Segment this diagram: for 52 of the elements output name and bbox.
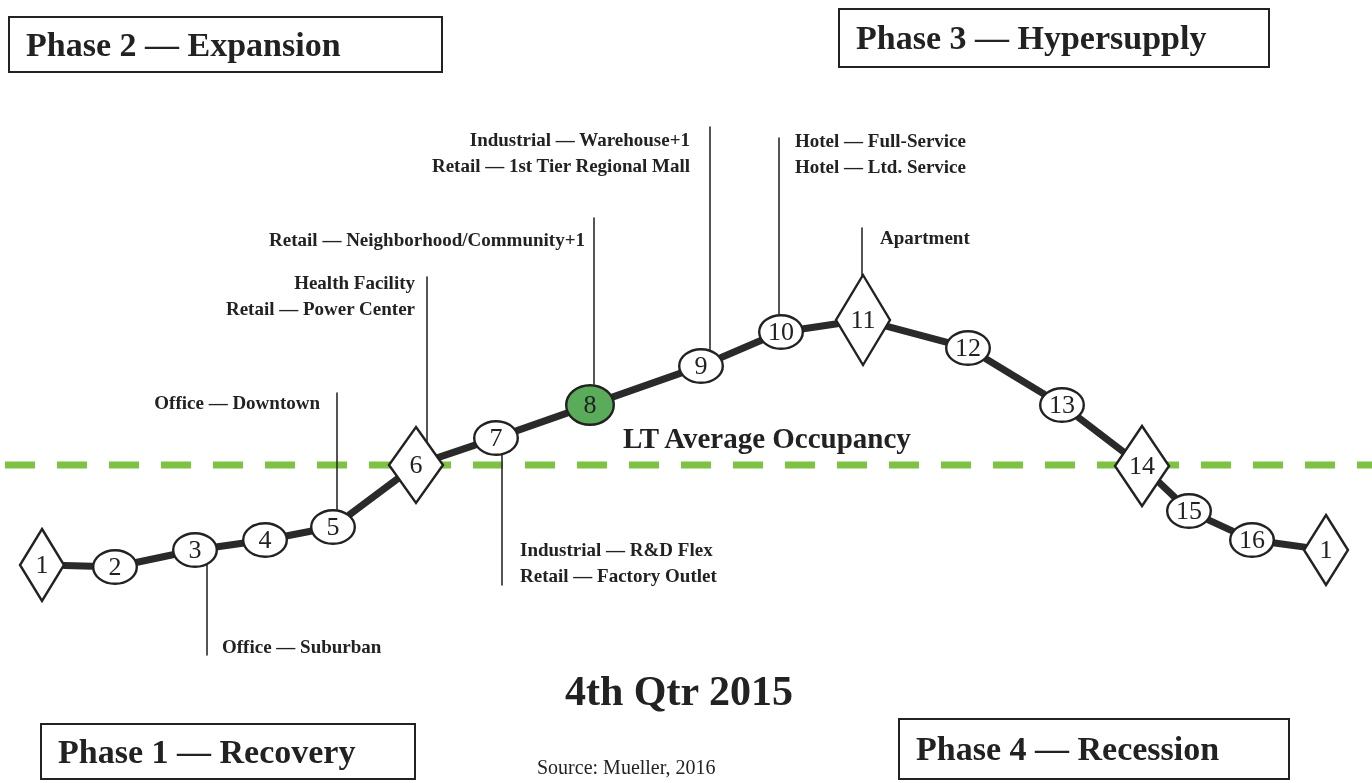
category-label: Hotel — Ltd. Service — [795, 155, 966, 179]
category-label: Hotel — Full-Service — [795, 129, 966, 153]
reference-line-label: LT Average Occupancy — [623, 422, 911, 455]
source-caption: Source: Mueller, 2016 — [537, 756, 716, 779]
stage-ellipse: 12 — [945, 330, 991, 366]
leader-line — [709, 126, 711, 351]
cycle-curve — [346, 475, 402, 519]
cycle-curve — [609, 369, 684, 401]
stage-ellipse: 4 — [242, 522, 288, 558]
phase-label-box: Phase 3 — Hypersupply — [838, 8, 1270, 68]
category-label: Retail — Neighborhood/Community+1 — [269, 227, 585, 253]
cycle-curve — [717, 337, 765, 361]
stage-ellipse: 2 — [92, 549, 138, 585]
stage-diamond: 6 — [388, 426, 444, 504]
stage-ellipse: 16 — [1229, 522, 1275, 558]
phase-label-box: Phase 2 — Expansion — [8, 16, 443, 73]
stage-ellipse: 13 — [1039, 387, 1085, 423]
stage-diamond: 1 — [19, 528, 65, 602]
stage-ellipse: 3 — [172, 532, 218, 568]
leader-line — [593, 217, 595, 386]
stage-ellipse: 10 — [758, 314, 804, 350]
stage-ellipse: 8 — [565, 384, 615, 426]
category-label: Industrial — Warehouse+1 — [468, 128, 690, 152]
leader-line — [206, 564, 208, 656]
cycle-curve — [982, 355, 1048, 398]
stage-diamond: 14 — [1114, 425, 1170, 507]
category-label: Retail — 1st Tier Regional Mall — [431, 154, 690, 178]
category-label: Industrial — R&D Flex — [520, 538, 714, 562]
category-label: Retail — Factory Outlet — [520, 564, 717, 588]
stage-ellipse: 15 — [1166, 493, 1212, 529]
cycle-curve — [1074, 414, 1128, 456]
stage-diamond: 1 — [1303, 514, 1349, 586]
stage-diamond: 11 — [835, 274, 891, 366]
leader-line — [426, 276, 428, 443]
leader-line — [501, 454, 503, 586]
cycle-curve — [435, 441, 479, 461]
cycle-curve — [513, 409, 571, 435]
category-label: Office — Suburban — [222, 634, 382, 660]
stage-ellipse: 9 — [678, 348, 724, 384]
diagram-title: 4th Qtr 2015 — [565, 667, 793, 715]
cycle-curve — [1205, 516, 1236, 535]
category-label: Health Facility — [293, 271, 415, 295]
phase-label-box: Phase 1 — Recovery — [40, 723, 416, 780]
stage-ellipse: 5 — [310, 509, 356, 545]
leader-line — [861, 227, 863, 277]
category-label: Apartment — [880, 225, 970, 251]
category-label: Retail — Power Center — [225, 297, 415, 321]
category-label: Office — Downtown — [154, 390, 320, 416]
phase-label-box: Phase 4 — Recession — [898, 718, 1290, 780]
leader-line — [336, 392, 338, 511]
leader-line — [778, 137, 780, 315]
stage-ellipse: 7 — [473, 420, 519, 456]
